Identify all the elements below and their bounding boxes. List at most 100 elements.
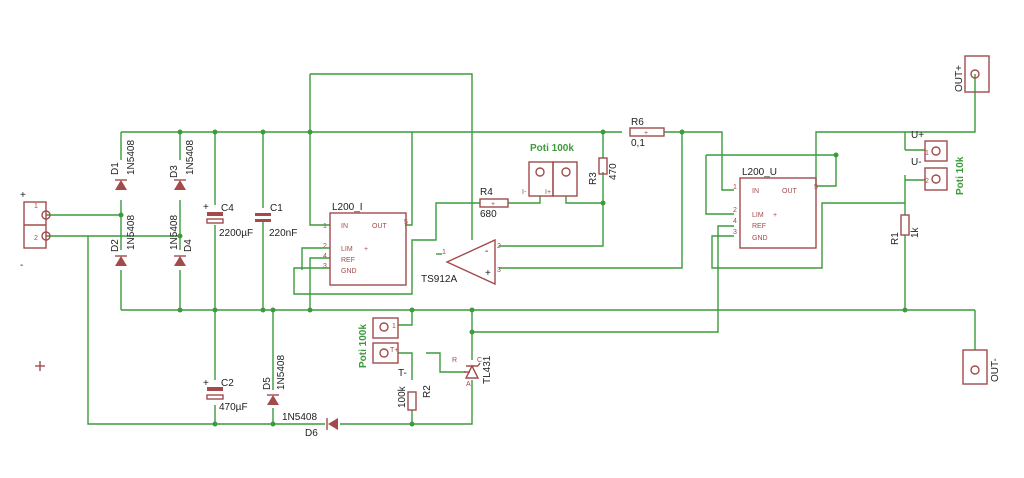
reg-i-p4: 4 bbox=[323, 253, 327, 260]
tl431-r: R bbox=[452, 357, 457, 364]
r4-value: 680 bbox=[480, 209, 497, 220]
capacitor-c2: + C2 470µF bbox=[203, 378, 248, 413]
resistor-r2: R2 100k bbox=[397, 385, 433, 411]
poti-u-pin2: 2 bbox=[925, 178, 929, 185]
opamp-pin2: 2 bbox=[497, 243, 501, 250]
poti-u-pin1: 1 bbox=[925, 150, 929, 157]
poti-voltage-connector: U+ U- 1 2 Poti 10k bbox=[911, 130, 966, 195]
diode-d5: D5 1N5408 bbox=[262, 355, 287, 405]
poti-temperature-connector: Poti 100k 1 T+ T- bbox=[358, 317, 407, 379]
poti-t-label: Poti 100k bbox=[358, 324, 369, 368]
poti-t-plus: T+ bbox=[390, 347, 398, 354]
resistor-r1: R1 1k bbox=[890, 214, 921, 245]
resistor-r3: R3 470 bbox=[588, 157, 619, 185]
diode-d6: 1N5408 D6 bbox=[282, 412, 338, 439]
d2-name: D2 bbox=[110, 239, 121, 252]
resistor-r4: + R4 680 bbox=[479, 187, 509, 220]
c4-value: 2200µF bbox=[219, 228, 253, 239]
poti-i-minus: I- bbox=[522, 189, 527, 196]
diode-d1: D1 1N5408 bbox=[110, 140, 137, 190]
r1-name: R1 bbox=[890, 232, 901, 245]
d2-value: 1N5408 bbox=[126, 215, 137, 250]
d5-name: D5 bbox=[262, 377, 273, 390]
reg-i-p3: 3 bbox=[323, 263, 327, 270]
regulator-l200-i: L200_I IN OUT LIM REF GND + 1 2 4 3 5 bbox=[323, 202, 408, 286]
poti-i-label: Poti 100k bbox=[530, 143, 574, 154]
junctions bbox=[118, 129, 908, 427]
c2-plus: + bbox=[203, 378, 209, 389]
input-minus-label: - bbox=[20, 260, 23, 271]
tl431-a: A bbox=[466, 381, 471, 388]
capacitor-c1: C1 220nF bbox=[255, 203, 297, 239]
reg-i-plus: + bbox=[364, 246, 368, 253]
d1-name: D1 bbox=[110, 162, 121, 175]
r2-value: 100k bbox=[397, 385, 408, 408]
reg-u-p5: 5 bbox=[814, 184, 818, 191]
r1-value: 1k bbox=[910, 226, 921, 238]
reg-u-gnd: GND bbox=[752, 235, 768, 242]
reg-u-plus: + bbox=[773, 212, 777, 219]
diode-d3: D3 1N5408 bbox=[169, 140, 196, 190]
poti-u-minus: U- bbox=[911, 157, 922, 168]
reg-u-out: OUT bbox=[782, 188, 798, 195]
r3-name: R3 bbox=[588, 172, 599, 185]
r4-name: R4 bbox=[480, 187, 493, 198]
svg-text:+: + bbox=[491, 201, 495, 208]
r3-value: 470 bbox=[608, 163, 619, 180]
capacitor-c4: + C4 2200µF bbox=[203, 202, 253, 239]
reg-i-p2: 2 bbox=[323, 243, 327, 250]
opamp-ts912a: TS912A 1 2 3 - + bbox=[421, 238, 501, 286]
diode-d2: D2 1N5408 bbox=[110, 215, 137, 266]
opamp-name: TS912A bbox=[421, 274, 457, 285]
d3-value: 1N5408 bbox=[185, 140, 196, 175]
d4-value: 1N5408 bbox=[169, 215, 180, 250]
out-minus-label: OUT- bbox=[990, 358, 1001, 382]
d1-value: 1N5408 bbox=[126, 140, 137, 175]
opamp-plus: + bbox=[485, 268, 491, 279]
regulator-l200-u: L200_U IN OUT LIM REF GND + 1 2 4 3 5 bbox=[733, 167, 818, 249]
c4-plus: + bbox=[203, 202, 209, 213]
c2-value: 470µF bbox=[219, 402, 248, 413]
tl431-c: C bbox=[477, 357, 482, 364]
reg-u-p2: 2 bbox=[733, 207, 737, 214]
poti-u-plus: U+ bbox=[911, 130, 924, 141]
resistor-r6: + R6 0,1 bbox=[629, 117, 665, 149]
reg-u-in: IN bbox=[752, 188, 759, 195]
reg-u-ref: REF bbox=[752, 223, 766, 230]
r6-value: 0,1 bbox=[631, 138, 645, 149]
reg-i-name: L200_I bbox=[332, 202, 363, 213]
reg-i-p5: 5 bbox=[404, 219, 408, 226]
input-terminal: + - 1 2 bbox=[20, 190, 51, 271]
poti-current-connector: Poti 100k I- I+ bbox=[522, 143, 578, 197]
opamp-pin1: 1 bbox=[442, 249, 446, 256]
c1-value: 220nF bbox=[269, 228, 297, 239]
opamp-pin3: 3 bbox=[497, 267, 501, 274]
r6-name: R6 bbox=[631, 117, 644, 128]
reg-i-in: IN bbox=[341, 223, 348, 230]
poti-i-plus: I+ bbox=[545, 189, 551, 196]
input-plus-label: + bbox=[20, 190, 26, 201]
diode-d4: D4 1N5408 bbox=[169, 215, 194, 266]
reg-u-p1: 1 bbox=[733, 184, 737, 191]
d5-value: 1N5408 bbox=[276, 355, 287, 390]
poti-t-pin1: 1 bbox=[392, 323, 396, 330]
reg-i-ref: REF bbox=[341, 257, 355, 264]
out-plus-label: OUT+ bbox=[954, 65, 965, 92]
origin-cross bbox=[35, 361, 45, 371]
reg-i-lim: LIM bbox=[341, 246, 353, 253]
reg-i-gnd: GND bbox=[341, 268, 357, 275]
poti-u-label: Poti 10k bbox=[955, 156, 966, 195]
reg-u-p3: 3 bbox=[733, 229, 737, 236]
d3-name: D3 bbox=[169, 165, 180, 178]
reference-tl431: TL431 A C R bbox=[452, 355, 493, 388]
reg-i-out: OUT bbox=[372, 223, 388, 230]
d4-name: D4 bbox=[183, 239, 194, 252]
r2-name: R2 bbox=[422, 385, 433, 398]
input-pin1: 1 bbox=[34, 203, 38, 210]
output-minus-terminal: OUT- bbox=[962, 349, 1001, 385]
reg-u-lim: LIM bbox=[752, 212, 764, 219]
d6-name: D6 bbox=[305, 428, 318, 439]
c4-name: C4 bbox=[221, 203, 234, 214]
output-plus-terminal: OUT+ bbox=[954, 55, 990, 93]
c1-name: C1 bbox=[270, 203, 283, 214]
